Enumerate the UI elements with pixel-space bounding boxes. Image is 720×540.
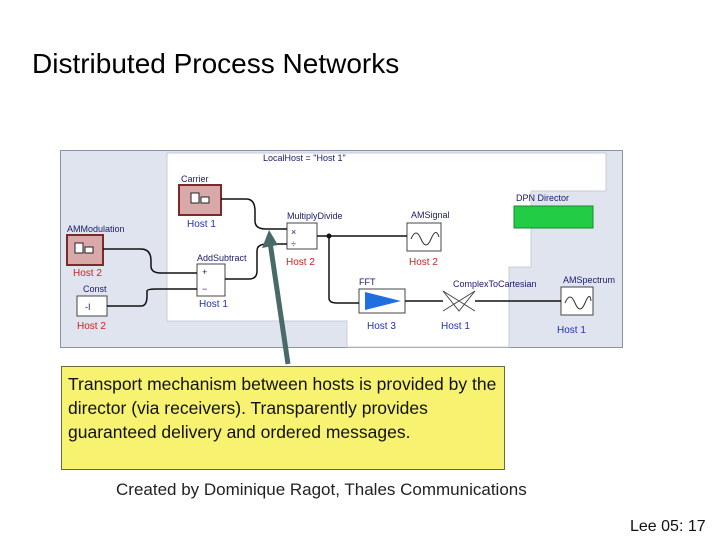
carrier-icon [190,192,200,204]
composite-region [166,152,607,348]
arrow-head-icon [262,230,278,248]
credit-text: Created by Dominique Ragot, Thales Commu… [116,480,527,499]
carrier-actor[interactable] [178,184,222,216]
am-modulation-actor[interactable] [66,234,104,266]
carrier-label: Carrier [181,174,209,184]
svg-text:−: − [202,284,207,294]
diagram-canvas: LocalHost = "Host 1" DPN Director Carrie… [60,150,623,348]
am-modulation-host: Host 2 [73,268,102,279]
local-host-label: LocalHost = "Host 1" [263,153,346,163]
spectrum-icon [564,296,592,310]
fft-label: FFT [359,277,376,287]
connections [103,198,561,307]
fft-icon [365,292,401,310]
multiply-divide-actor[interactable] [286,222,318,250]
junction [326,233,332,239]
am-signal-actor[interactable] [406,222,442,252]
slide-title: Distributed Process Networks [32,48,400,79]
multiply-divide-label: MultiplyDivide [287,211,343,221]
const-value: -I [85,302,91,312]
am-spectrum-label: AMSpectrum [563,275,615,285]
add-subtract-actor[interactable] [196,263,226,297]
pointer-arrow [262,230,291,365]
am-modulation-label: AMModulation [67,224,125,234]
slide-number: Lee 05: 17 [630,518,706,535]
carrier-host: Host 1 [187,219,216,230]
complex-to-cartesian-host: Host 1 [441,321,470,332]
multiply-divide-host: Host 2 [286,257,315,268]
director-label: DPN Director [516,193,569,203]
waveform-icon [410,232,440,246]
process-network-diagram: LocalHost = "Host 1" DPN Director Carrie… [66,152,615,348]
callout-box: Transport mechanism between hosts is pro… [61,366,505,470]
const-actor[interactable] [76,295,108,317]
am-signal-host: Host 2 [409,257,438,268]
am-signal-label: AMSignal [411,210,450,220]
dpn-director[interactable] [513,205,594,229]
am-modulation-icon [74,242,84,254]
complex-to-cartesian-label: ComplexToCartesian [453,279,537,289]
fft-host: Host 3 [367,321,396,332]
crossover-icon [442,290,476,312]
const-host: Host 2 [77,321,106,332]
svg-text:÷: ÷ [291,239,296,249]
svg-text:+: + [202,267,207,277]
const-label: Const [83,284,107,294]
add-subtract-host: Host 1 [199,299,228,310]
svg-text:×: × [291,227,296,237]
add-subtract-label: AddSubtract [197,253,247,263]
am-spectrum-host: Host 1 [557,325,586,336]
